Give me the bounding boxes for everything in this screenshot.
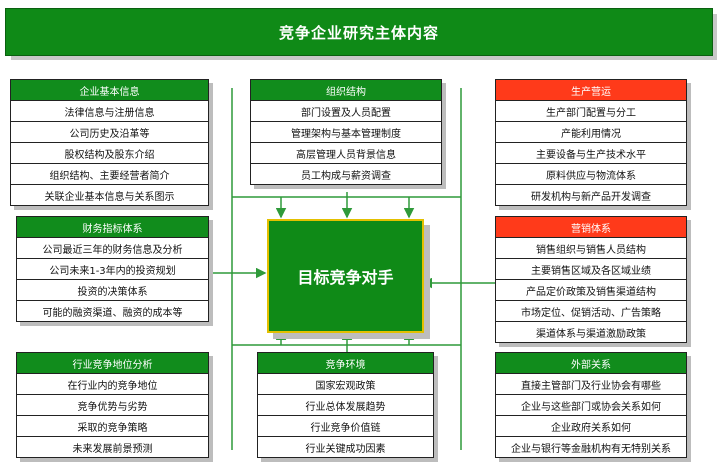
page-title: 竞争企业研究主体内容 [5,8,713,56]
box-external-relations: 外部关系 直接主管部门及行业协会有哪些 企业与这些部门或协会关系如何 企业政府关… [495,352,687,458]
box-item: 竞争优势与劣势 [17,395,208,416]
box-item: 研发机构与新产品开发调查 [531,191,651,203]
box-item: 行业关键成功因素 [305,443,386,455]
box-item: 市场定位、促销活动、广告策略 [496,301,686,322]
box-header: 营销体系 [496,217,686,238]
target-competitor: 目标竞争对手 [267,219,424,333]
box-header: 行业竞争地位分析 [17,353,208,374]
box-item: 行业竞争价值链 [258,416,433,437]
box-item: 法律信息与注册信息 [11,101,208,122]
box-header: 竞争环境 [258,353,433,374]
box-item: 生产部门配置与分工 [496,101,686,122]
box-item: 员工构成与薪资调查 [301,170,391,182]
box-item: 股权结构及股东介绍 [11,143,208,164]
box-item: 企业与这些部门或协会关系如何 [496,395,686,416]
box-item: 主要设备与生产技术水平 [496,143,686,164]
box-header: 企业基本信息 [11,80,208,101]
box-item: 产能利用情况 [496,122,686,143]
box-item: 部门设置及人员配置 [251,101,441,122]
box-production: 生产营运 生产部门配置与分工 产能利用情况 主要设备与生产技术水平 原料供应与物… [495,79,687,206]
box-industry-position: 行业竞争地位分析 在行业内的竞争地位 竞争优势与劣势 采取的竞争策略 未来发展前… [16,352,209,458]
box-item: 主要销售区域及各区域业绩 [496,259,686,280]
box-item: 高层管理人员背景信息 [251,143,441,164]
box-item: 组织结构、主要经营者简介 [11,164,208,185]
box-header: 生产营运 [496,80,686,101]
box-header: 组织结构 [251,80,441,101]
box-header: 财务指标体系 [17,217,208,238]
box-item: 销售组织与销售人员结构 [496,238,686,259]
box-item: 原料供应与物流体系 [496,164,686,185]
box-item: 未来发展前景预测 [72,443,153,455]
box-header: 外部关系 [496,353,686,374]
box-item: 渠道体系与渠道激励政策 [536,328,646,340]
box-item: 公司最近三年的财务信息及分析 [17,238,208,259]
box-item: 企业政府关系如何 [496,416,686,437]
box-competitive-environment: 竞争环境 国家宏观政策 行业总体发展趋势 行业竞争价值链 行业关键成功因素 [257,352,434,458]
box-finance: 财务指标体系 公司最近三年的财务信息及分析 公司未来1-3年内的投资规划 投资的… [16,216,209,322]
box-org-structure: 组织结构 部门设置及人员配置 管理架构与基本管理制度 高层管理人员背景信息 员工… [250,79,442,185]
box-item: 国家宏观政策 [258,374,433,395]
box-item: 企业与银行等金融机构有无特别关系 [511,443,671,455]
box-item: 可能的融资渠道、融资的成本等 [42,307,183,319]
box-item: 采取的竞争策略 [17,416,208,437]
box-item: 公司未来1-3年内的投资规划 [17,259,208,280]
box-item: 直接主管部门及行业协会有哪些 [496,374,686,395]
box-item: 管理架构与基本管理制度 [251,122,441,143]
box-item: 公司历史及沿革等 [11,122,208,143]
box-item: 关联企业基本信息与关系图示 [44,191,175,203]
box-item: 行业总体发展趋势 [258,395,433,416]
box-basic-info: 企业基本信息 法律信息与注册信息 公司历史及沿革等 股权结构及股东介绍 组织结构… [10,79,209,206]
box-marketing: 营销体系 销售组织与销售人员结构 主要销售区域及各区域业绩 产品定价政策及销售渠… [495,216,687,343]
box-item: 在行业内的竞争地位 [17,374,208,395]
box-item: 投资的决策体系 [17,280,208,301]
box-item: 产品定价政策及销售渠道结构 [496,280,686,301]
